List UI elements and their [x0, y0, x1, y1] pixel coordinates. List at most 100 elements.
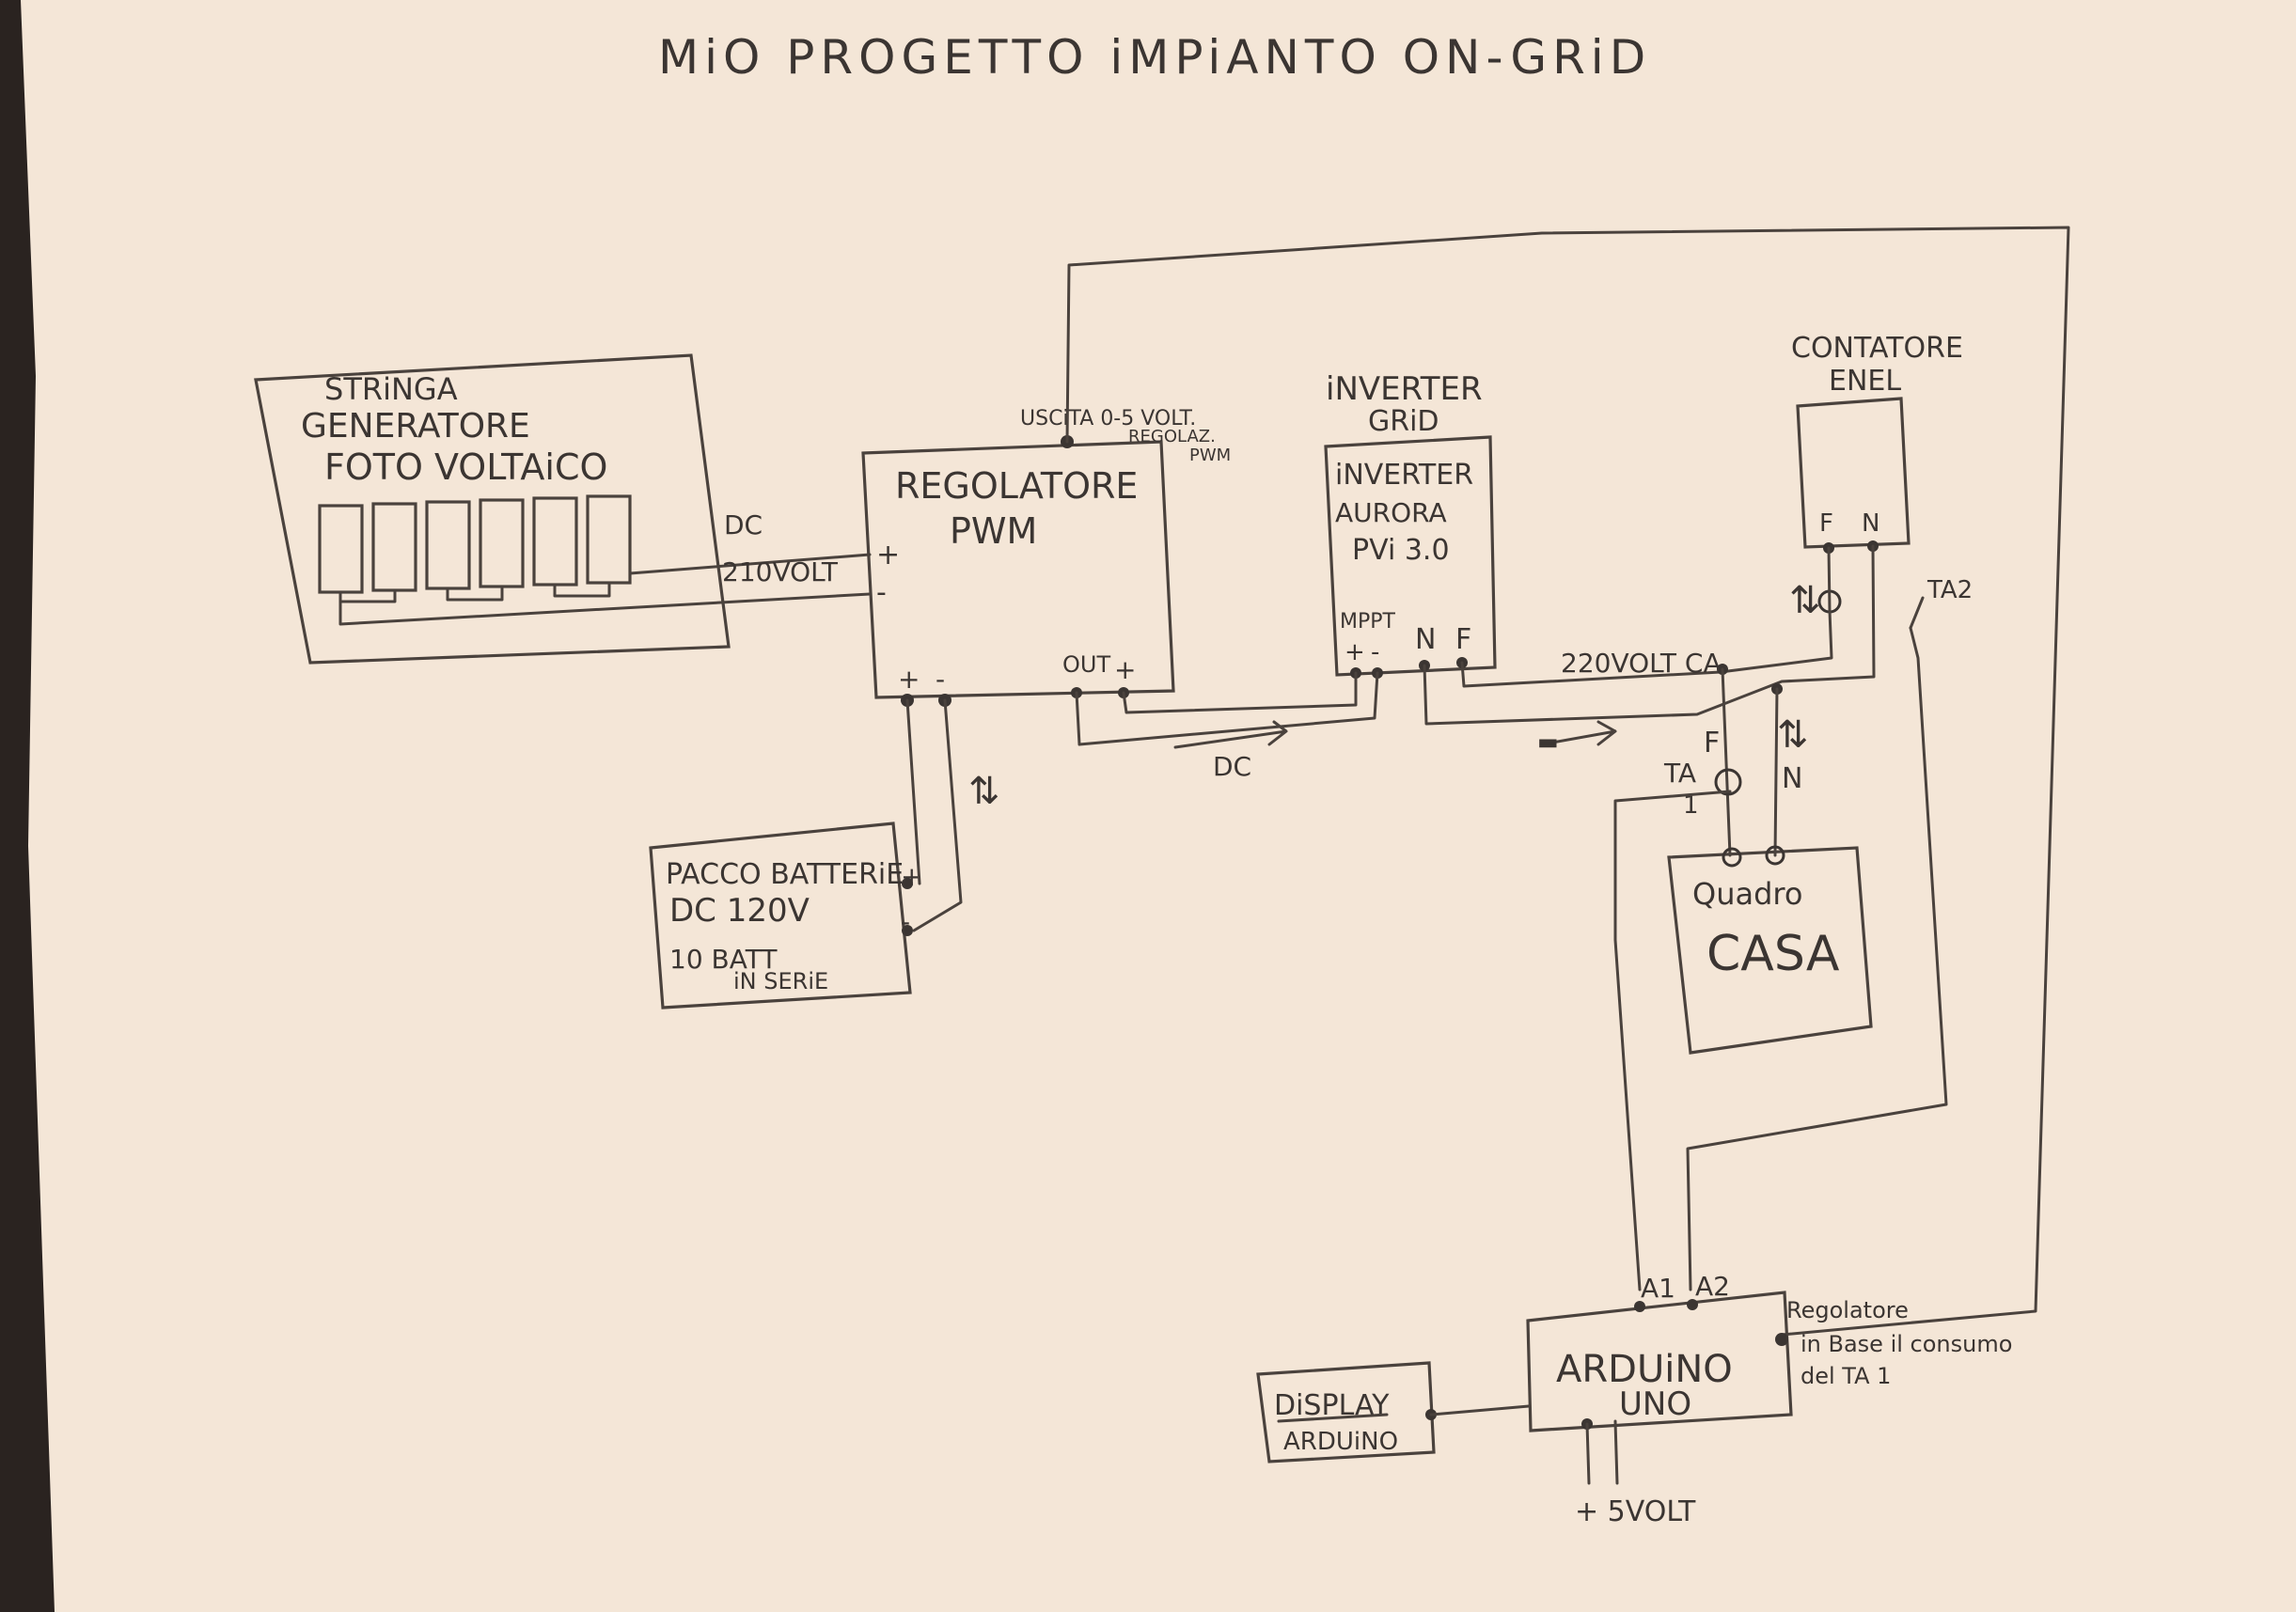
regulator-out-label-3: PWM — [1189, 446, 1231, 465]
battery-pack: PACCO BATTERiE DC 120V 10 BATT iN SERiE … — [649, 698, 1000, 1009]
regulator-bat-minus: - — [936, 664, 945, 695]
regulator-out-label-2: REGOLAZ. — [1128, 427, 1216, 446]
battery-label-4: iN SERiE — [733, 968, 828, 994]
dc-link-wire-minus — [1075, 671, 1379, 746]
inverter-mppt-minus: - — [1371, 638, 1379, 666]
battery-minus-terminal — [902, 925, 913, 936]
pv-minus-sign: - — [876, 576, 887, 609]
pv-generator-box — [254, 353, 731, 665]
house-phase-terminal — [1722, 847, 1742, 868]
meter-f-label: F — [1819, 509, 1833, 538]
arduino-power-label: + 5VOLT — [1575, 1495, 1696, 1528]
power-wire-b — [1613, 1419, 1619, 1485]
house-label-1: Quadro — [1692, 876, 1802, 912]
power-wire-a — [1585, 1422, 1591, 1485]
arduino-note-3: del TA 1 — [1801, 1363, 1891, 1389]
house-label-2: CASA — [1706, 926, 1840, 982]
inverter-mppt-plus: + — [1345, 638, 1365, 666]
arduino-a1-label: A1 — [1641, 1273, 1675, 1304]
paper-sheet — [21, 0, 2296, 1612]
display-label-2: ARDUiNO — [1283, 1428, 1398, 1456]
regulator-out-label-1: USCiTA 0-5 VOLT. — [1020, 407, 1196, 430]
pv-generator: STRiNGA GENERATORE FOTO VOLTAiCO DC 210V… — [254, 353, 900, 665]
regulator-label-2: PWM — [950, 510, 1037, 552]
dc-flow-label: DC — [1213, 751, 1251, 782]
display-wire — [1429, 1404, 1531, 1416]
battery-positive-wire — [905, 698, 921, 885]
bidirectional-arrow: ⇅ — [968, 770, 1000, 813]
inverter-label-2: AURORA — [1335, 497, 1447, 528]
regulator-bat-plus: + — [898, 664, 920, 695]
battery-negative-wire — [912, 698, 963, 932]
house-n-label: N — [1782, 762, 1802, 795]
pv-label-2: GENERATORE — [301, 407, 530, 446]
ta2-pointer — [1909, 596, 1925, 630]
house-neutral-drop — [1773, 687, 1779, 857]
ta2-signal-wire — [1686, 626, 1948, 1291]
dc-link-wire-plus — [1122, 671, 1358, 714]
house-panel: Quadro CASA — [1667, 845, 1873, 1055]
panel-series-link — [338, 581, 611, 603]
arduino-label-1: ARDUiNO — [1556, 1348, 1733, 1391]
ac-flow-label: ▬ — [1537, 728, 1559, 755]
inverter-n-label: N — [1415, 623, 1436, 656]
inverter-label-1: iNVERTER — [1335, 459, 1473, 492]
meter-ta2-label: TA2 — [1926, 576, 1973, 604]
battery-label-1: PACCO BATTERiE — [666, 858, 904, 891]
ac-flow-arrow — [1540, 720, 1617, 746]
meter-label-2: ENEL — [1829, 365, 1901, 398]
regulator-out-plus: + — [1114, 654, 1136, 685]
battery-label-2: DC 120V — [669, 892, 810, 930]
meter-flow-arrow: ⇅ — [1789, 579, 1821, 622]
house-neutral-terminal — [1765, 845, 1785, 866]
regulator-label-1: REGOLATORE — [895, 465, 1138, 507]
arduino-uno: ARDUiNO UNO A1 A2 Regolatore in Base il … — [1526, 1271, 2012, 1528]
pv-label-3: FOTO VOLTAiCO — [324, 446, 607, 488]
pwm-regulator: REGOLATORE PWM USCiTA 0-5 VOLT. REGOLAZ.… — [861, 407, 1231, 707]
arduino-display: DiSPLAY ARDUiNO — [1256, 1361, 1531, 1463]
battery-pack-box — [649, 822, 912, 1009]
dc-flow-arrow — [1173, 720, 1288, 749]
inverter-head-2: GRiD — [1368, 405, 1439, 438]
pwm-feedback-wire — [1065, 226, 2070, 1337]
pv-label-1: STRiNGA — [324, 371, 458, 407]
arduino-box — [1526, 1291, 1793, 1432]
pv-negative-wire — [338, 592, 872, 626]
arduino-note-2: in Base il consumo — [1801, 1331, 2012, 1357]
display-box — [1256, 1361, 1436, 1463]
battery-plus-terminal — [902, 878, 913, 889]
ac-link-label: 220VOLT CA — [1561, 648, 1722, 679]
ta1-sensor-icon — [1714, 768, 1742, 796]
inverter-head-1: iNVERTER — [1326, 370, 1483, 408]
ta1-number: 1 — [1683, 791, 1699, 820]
house-phase-drop — [1721, 667, 1732, 857]
pv-dc-label: DC — [724, 509, 763, 540]
arduino-a1-pin — [1634, 1301, 1645, 1312]
inverter: iNVERTER GRiD iNVERTER AURORA PVi 3.0 MP… — [1324, 370, 1497, 679]
ta1-signal-wire — [1613, 790, 1732, 1291]
solar-panels — [318, 494, 632, 603]
inverter-f-label: F — [1455, 623, 1471, 656]
ac-phase-wire — [1460, 546, 1833, 688]
inverter-label-3: PVi 3.0 — [1352, 534, 1450, 567]
arduino-label-2: UNO — [1619, 1385, 1691, 1423]
arduino-a2-pin — [1687, 1299, 1698, 1310]
battery-label-3: 10 BATT — [669, 944, 778, 975]
arduino-note-1: Regolatore — [1786, 1297, 1909, 1323]
pv-plus-sign: + — [876, 539, 900, 571]
meter-box — [1796, 397, 1911, 549]
house-f-label: F — [1704, 727, 1720, 759]
pv-positive-wire — [628, 553, 872, 575]
ac-neutral-wire — [1423, 544, 1876, 726]
inverter-box — [1324, 435, 1497, 677]
pv-volt-label: 210VOLT — [722, 556, 839, 587]
house-neutral-arrow: ⇅ — [1777, 713, 1809, 757]
arduino-a2-label: A2 — [1695, 1271, 1730, 1302]
meter-n-label: N — [1862, 509, 1879, 538]
ta1-label: TA — [1663, 758, 1696, 789]
arduino-regulator-pin — [1775, 1333, 1788, 1346]
house-panel-box — [1667, 846, 1873, 1055]
battery-minus-sign: - — [901, 906, 910, 937]
display-label-underline — [1277, 1413, 1389, 1423]
